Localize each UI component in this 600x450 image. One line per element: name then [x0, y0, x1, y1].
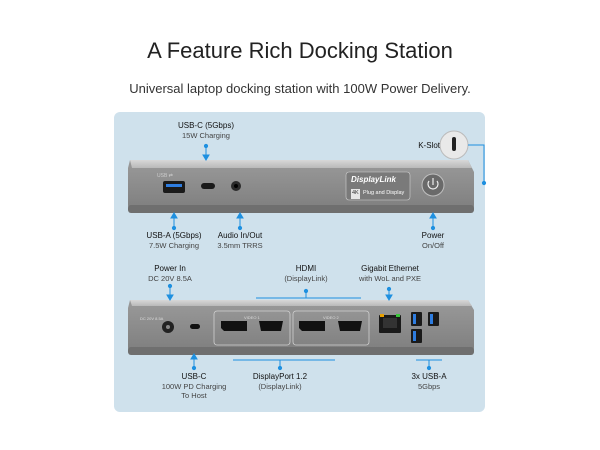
kslot-icon [439, 130, 469, 160]
dock-front [128, 160, 474, 213]
displayport-2 [299, 321, 325, 331]
callout-lines [166, 143, 487, 371]
page-title: A Feature Rich Docking Station [147, 38, 453, 63]
video1-label: VIDEO 1 [244, 315, 260, 320]
displaylink-brand: DisplayLink [351, 175, 396, 184]
page-subtitle: Universal laptop docking station with 10… [129, 81, 471, 96]
label-front-usb-c: USB-C (5Gbps)15W Charging [177, 121, 234, 140]
logo-4k-tag: 4K [351, 189, 360, 199]
rear-usb-a-1 [411, 312, 422, 326]
front-usb-c-port [201, 183, 215, 189]
rear-usb-a-2 [428, 312, 439, 326]
dc-label: DC 20V 8.5A [140, 316, 164, 321]
displayport-1 [221, 321, 247, 331]
dock-rear [128, 300, 474, 355]
label-kslot: K-Slot [418, 141, 440, 150]
rear-usb-c-port [190, 324, 200, 329]
front-port-label: USB ⇄ [157, 173, 173, 179]
hdmi-2 [338, 321, 362, 331]
video2-label: VIDEO 2 [323, 315, 339, 320]
hdmi-1 [259, 321, 283, 331]
label-front-usb-a: USB-A (5Gbps)7.5W Charging [146, 231, 202, 250]
rear-usb-a-3 [411, 329, 422, 343]
label-displayport: DisplayPort 1.2(DisplayLink) [252, 372, 308, 391]
logo-plug-display: Plug and Display [363, 190, 405, 196]
label-hdmi: HDMI(DisplayLink) [284, 264, 328, 283]
